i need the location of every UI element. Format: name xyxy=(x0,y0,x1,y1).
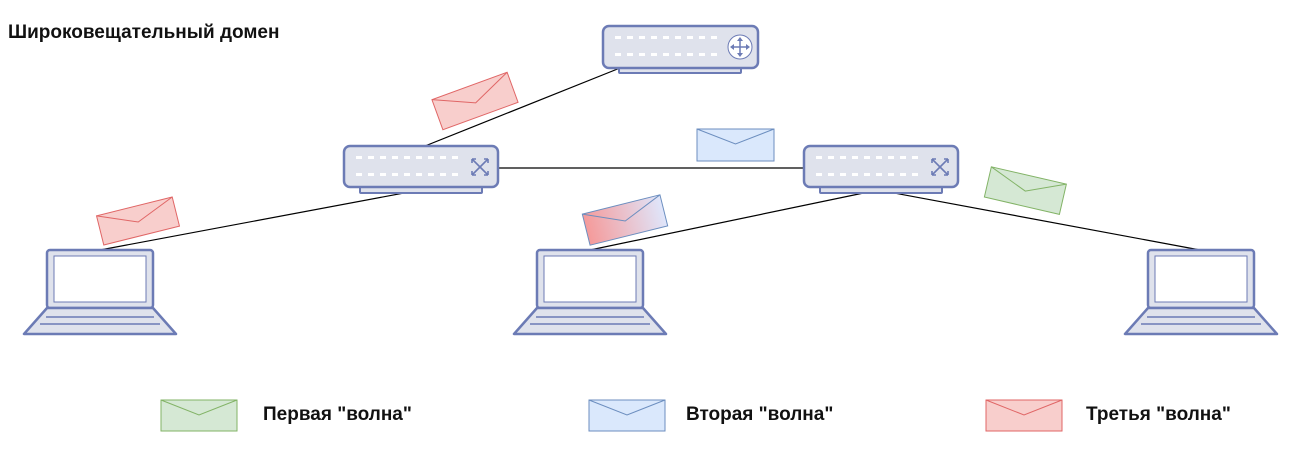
switch-icon[interactable] xyxy=(802,144,960,194)
laptop-icon[interactable] xyxy=(22,248,178,336)
legend-envelope-icon xyxy=(588,399,666,432)
legend-envelope-icon xyxy=(985,399,1063,432)
link-switch-right-laptop-right xyxy=(877,189,1201,251)
link-switch-right-laptop-middle xyxy=(589,189,879,251)
router-icon[interactable] xyxy=(601,24,760,74)
link-switch-left-laptop-left xyxy=(99,189,421,251)
legend-label-first-wave: Первая "волна" xyxy=(263,404,412,425)
legend-label-third-wave: Третья "волна" xyxy=(1086,404,1231,425)
envelope-icon xyxy=(431,71,519,131)
envelope-icon xyxy=(983,166,1067,215)
legend-label-second-wave: Вторая "волна" xyxy=(686,404,834,425)
network-links xyxy=(99,67,1201,251)
link-switch-left-router xyxy=(419,67,621,149)
switch-icon[interactable] xyxy=(342,144,500,194)
laptop-icon[interactable] xyxy=(512,248,668,336)
diagram-title: Широковещательный домен xyxy=(8,22,280,43)
envelope-icon xyxy=(95,196,181,246)
envelope-icon xyxy=(581,194,669,246)
envelope-icon xyxy=(696,128,775,162)
legend-envelope-icon xyxy=(160,399,238,432)
laptop-icon[interactable] xyxy=(1123,248,1279,336)
